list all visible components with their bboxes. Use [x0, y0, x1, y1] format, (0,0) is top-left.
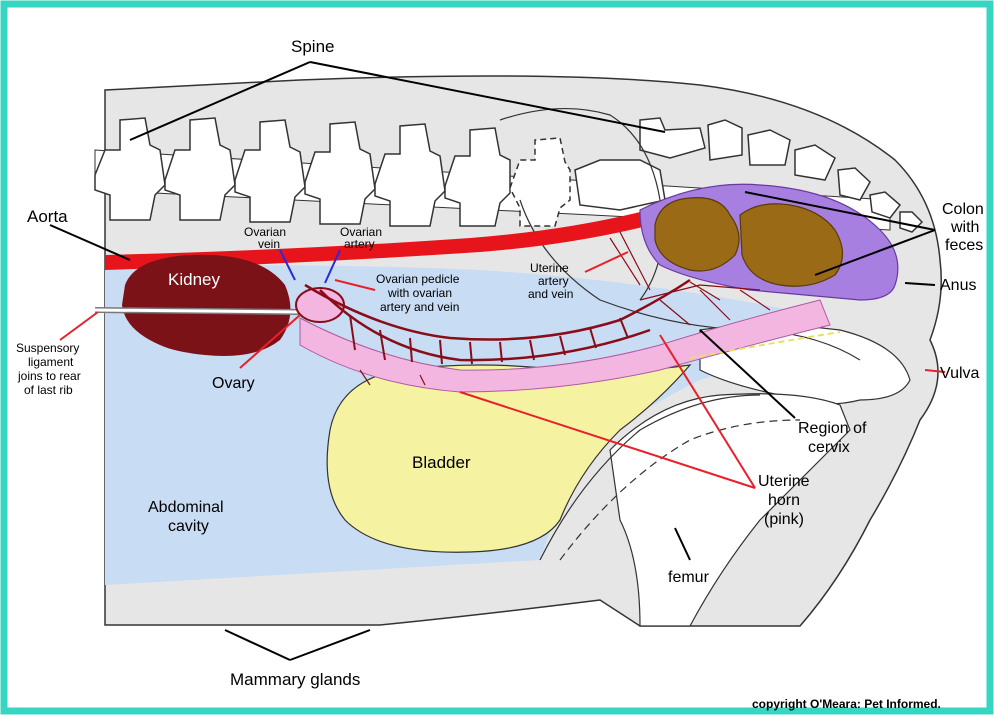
label-ovarian-vein-2: vein: [258, 237, 280, 251]
label-femur: femur: [668, 569, 710, 586]
label-mammary: Mammary glands: [230, 670, 360, 689]
label-colon-1: Colon: [942, 201, 984, 218]
label-pedicle-1: Ovarian pedicle: [376, 272, 460, 286]
label-uterine-vessels-1: Uterine: [530, 261, 569, 275]
label-colon-3: feces: [945, 237, 983, 254]
label-suspensory-2: ligament: [28, 355, 74, 369]
label-pedicle-3: artery and vein: [380, 300, 459, 314]
label-abdominal-1: Abdominal: [148, 499, 224, 516]
label-colon-2: with: [950, 219, 979, 236]
label-vulva: Vulva: [940, 365, 980, 382]
label-ovarian-artery-2: artery: [344, 237, 375, 251]
label-ovary: Ovary: [212, 375, 255, 392]
label-spine: Spine: [291, 37, 334, 56]
label-bladder: Bladder: [412, 453, 471, 472]
label-uterine-vessels-2: artery: [538, 274, 569, 288]
label-suspensory-4: of last rib: [24, 383, 73, 397]
label-horn-2: horn: [768, 492, 800, 509]
label-suspensory-3: joins to rear: [17, 369, 81, 383]
label-aorta: Aorta: [27, 207, 68, 226]
vertebra: [708, 120, 742, 160]
label-horn-1: Uterine: [758, 473, 810, 490]
label-suspensory-1: Suspensory: [16, 341, 79, 355]
label-anus: Anus: [940, 277, 976, 294]
copyright-text: copyright O'Meara: Pet Informed.: [752, 697, 941, 711]
label-cervix-2: cervix: [808, 439, 850, 456]
label-pedicle-2: with ovarian: [387, 286, 452, 300]
label-abdominal-2: cavity: [168, 518, 209, 535]
label-cervix-1: Region of: [798, 420, 867, 437]
label-horn-3: (pink): [764, 511, 804, 528]
label-uterine-vessels-3: and vein: [528, 287, 573, 301]
label-kidney: Kidney: [168, 270, 220, 289]
